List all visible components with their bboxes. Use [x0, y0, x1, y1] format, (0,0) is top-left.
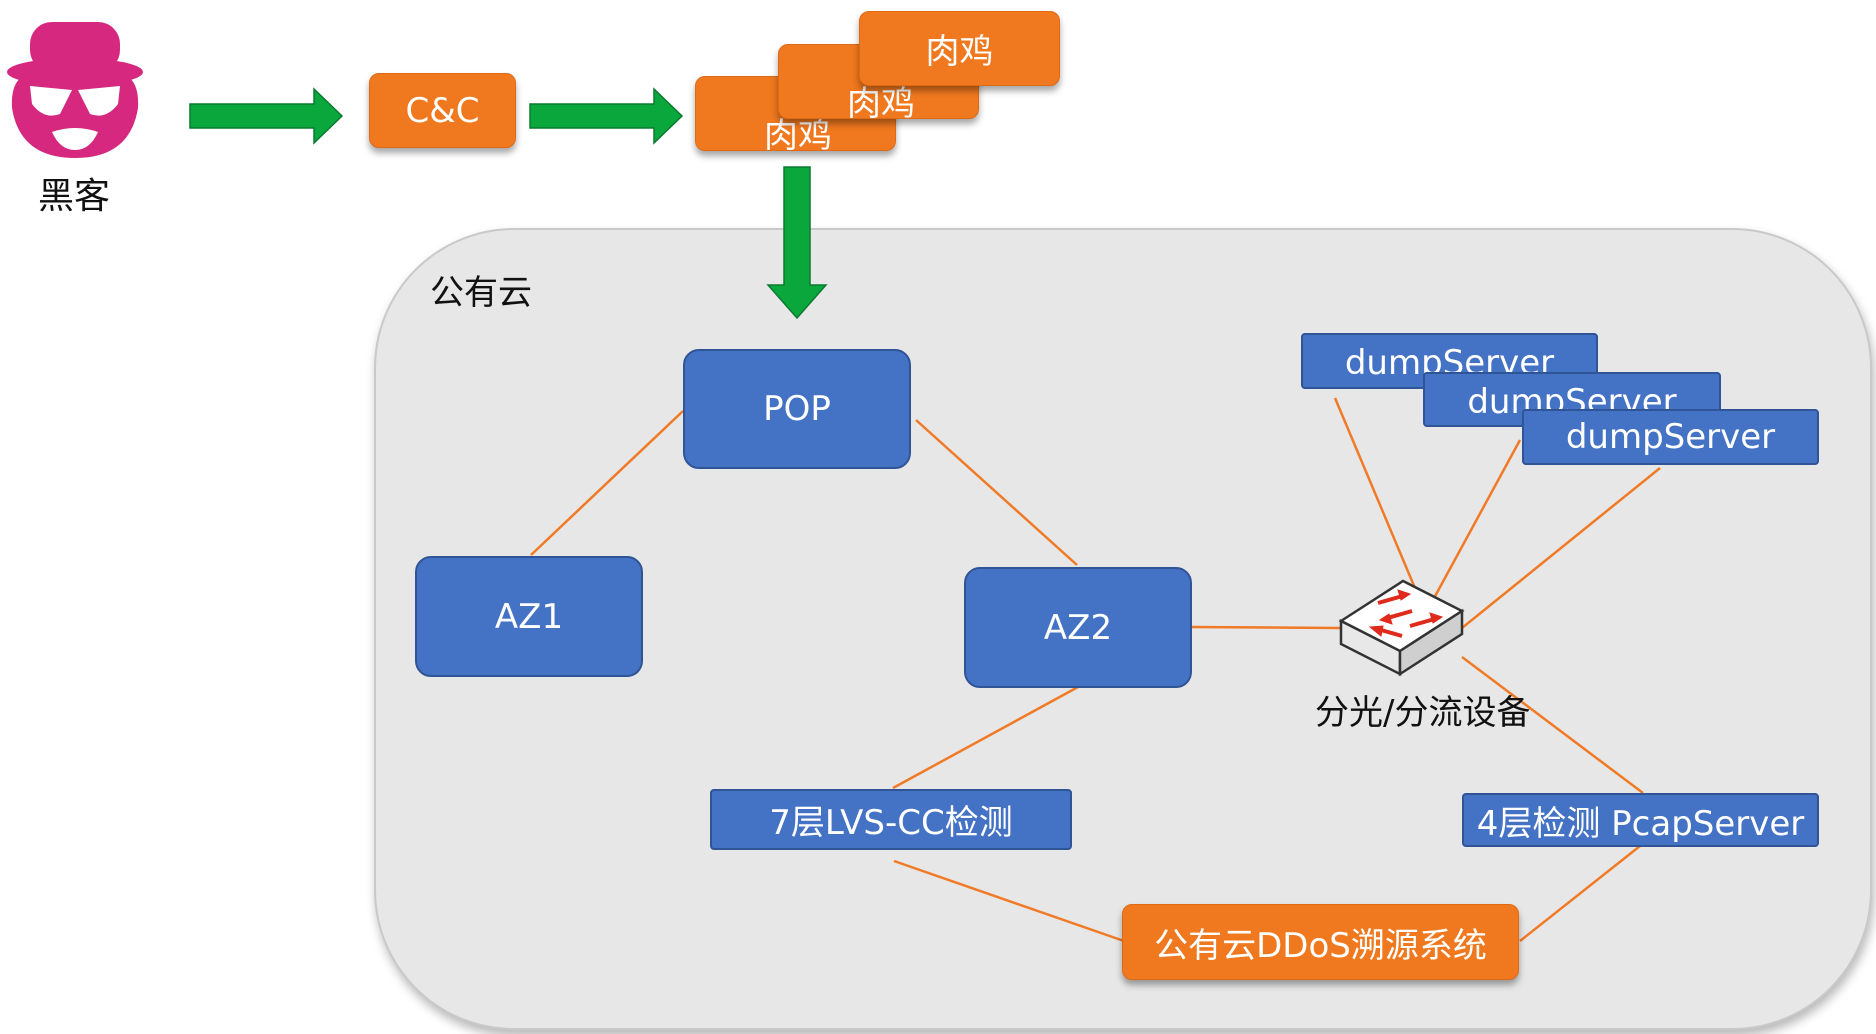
- ddos-trace-system-node: 公有云DDoS溯源系统: [1122, 904, 1519, 980]
- switch-label: 分光/分流设备: [1315, 693, 1531, 733]
- pop-node: POP: [683, 349, 911, 469]
- pcap-server-node: 4层检测 PcapServer: [1462, 793, 1819, 847]
- link-dump1-switch: [1333, 397, 1422, 601]
- link-pop-az2: [915, 419, 1078, 566]
- link-dump2-switch: [1431, 439, 1522, 601]
- public-cloud-label: 公有云: [430, 273, 532, 313]
- link-dump3-switch: [1461, 467, 1661, 629]
- bot-box-front: 肉鸡: [859, 11, 1060, 86]
- arrow-bots-to-pop: [766, 166, 828, 320]
- link-az2-lvs: [892, 685, 1079, 790]
- dump-server-3: dumpServer: [1522, 409, 1819, 465]
- arrow-cnc-to-bots: [529, 87, 684, 145]
- az1-node: AZ1: [415, 556, 643, 677]
- link-pcap-ddos: [1519, 845, 1641, 942]
- arrow-hacker-to-cnc: [189, 87, 344, 145]
- az2-node: AZ2: [964, 567, 1192, 688]
- link-pop-az1: [530, 410, 684, 556]
- link-switch-pcap: [1461, 656, 1644, 794]
- switch-icon: [1338, 579, 1465, 677]
- hacker-label: 黑客: [38, 176, 111, 217]
- lvs-cc-detection-node: 7层LVS-CC检测: [710, 789, 1072, 850]
- cnc-box: C&C: [369, 73, 516, 148]
- link-lvs-ddos: [893, 859, 1125, 943]
- link-az2-switch: [1189, 625, 1341, 630]
